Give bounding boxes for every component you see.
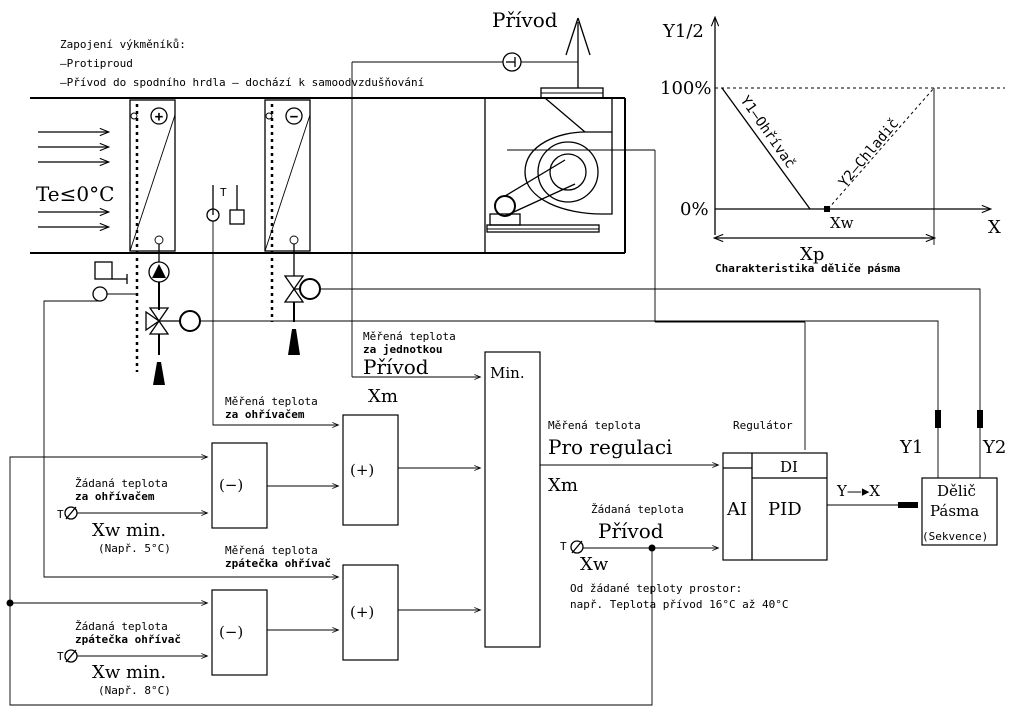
return-heater-label: zpátečka ohřívač — [225, 557, 331, 570]
sum-block-2 — [342, 564, 399, 661]
outdoor-temp-label: Te≤0°C — [36, 182, 114, 206]
example-8-label: (Např. 8°C) — [98, 684, 171, 697]
connection-line-1: —Protiproud — [60, 57, 133, 70]
behind-heater-label: za ohřívačem — [225, 408, 305, 421]
cooler-coil: − — [264, 99, 311, 322]
y2-signal-line — [320, 288, 983, 419]
air-handling-unit — [30, 97, 626, 254]
heater-valve-icon — [145, 307, 201, 385]
setpoint-temp-label-1: Žádaná teplota — [75, 477, 168, 490]
band-splitter-chart: Y1/2 X 100% 0% Y1—Ohřívač Y2—Chladič Xw … — [660, 18, 1005, 275]
di-label: DI — [780, 458, 798, 476]
supply-temp-sensor-icon — [351, 52, 578, 377]
splitter-label-2: Pásma — [930, 502, 979, 520]
sensor-t-label: T — [220, 186, 227, 199]
xm-label-1: Xm — [368, 386, 398, 407]
setpoint-sensor-t-1: T — [57, 508, 64, 521]
diff-block-1 — [211, 442, 268, 529]
chart-y1-label: Y1—Ohřívač — [737, 93, 798, 171]
setpoint-knob-3-icon — [570, 540, 584, 554]
regulator-label: Regulátor — [733, 419, 793, 432]
pid-regulator — [722, 452, 828, 561]
behind-unit-label: za jednotkou — [363, 343, 442, 356]
y2-line — [827, 87, 935, 210]
cooler-valve-icon — [283, 244, 321, 355]
y1-signal-line — [200, 320, 941, 419]
xm-label-2: Xm — [548, 475, 578, 496]
splitter-label-1: Dělič — [937, 482, 976, 500]
setpoint-behind-heater-label: za ohřívačem — [75, 490, 155, 503]
setpoint-return-heater-label: zpátečka ohřívač — [75, 633, 181, 646]
inlet-air-arrows — [38, 132, 108, 227]
diff-block-2-label: (−) — [219, 623, 243, 641]
duct-temp-sensor-icon: T — [206, 185, 245, 375]
pid-label: PID — [768, 499, 802, 520]
chart-caption: Charakteristika děliče pásma — [715, 262, 900, 275]
ai-label: AI — [726, 499, 747, 520]
diff-block-1-label: (−) — [219, 476, 243, 494]
heater-plus-icon: + — [155, 109, 163, 125]
measured-temp-heater-label: Měřená teplota — [225, 395, 318, 408]
chart-tick-0: 0% — [680, 199, 709, 220]
xw-min-label-1: Xw min. — [92, 520, 166, 541]
chart-xw-label: Xw — [830, 214, 854, 232]
sequence-label: (Sekvence) — [922, 530, 988, 543]
sum-block-1 — [342, 414, 399, 526]
min-block — [484, 351, 541, 648]
setpoint-sensor-t-3: T — [560, 540, 567, 553]
chart-y2-label: Y2—Chladič — [836, 116, 902, 191]
room-setpoint-note: Od žádané teploty prostor: — [570, 582, 742, 595]
measured-temp-regulation-label: Měřená teplota — [548, 419, 641, 432]
supply-range-note: např. Teplota přívod 16°C až 40°C — [570, 598, 789, 611]
xw-label: Xw — [580, 554, 609, 575]
sum-block-2-label: (+) — [350, 603, 374, 621]
setpoint-temp-label-3: Žádaná teplota — [591, 503, 684, 516]
setpoint-supply-label: Přívod — [598, 519, 664, 543]
diff-block-2 — [211, 589, 268, 676]
connection-line-2: —Přívod do spodního hrdla — dochází k sa… — [60, 76, 424, 89]
heater-coil: + — [129, 99, 176, 372]
chart-tick-100: 100% — [660, 78, 711, 99]
sum-block-1-label: (+) — [350, 461, 374, 479]
y-to-x-label: Y—▸X — [836, 482, 880, 500]
y2-output-label: Y2 — [982, 437, 1006, 458]
supply-fan-icon — [486, 87, 613, 233]
chart-xp-label: Xp — [800, 244, 824, 265]
band-splitter-block — [921, 477, 998, 546]
measured-temp-unit-label: Měřená teplota — [363, 330, 456, 343]
example-5-label: (Např. 5°C) — [98, 542, 171, 555]
xw-min-label-2: Xw min. — [92, 662, 166, 683]
setpoint-sensor-t-2: T — [57, 650, 64, 663]
y1-line — [721, 87, 811, 210]
heater-pump-icon — [148, 244, 170, 310]
supply-outlet-label: Přívod — [492, 8, 558, 32]
measured-temp-return-label: Měřená teplota — [225, 544, 318, 557]
chart-x-axis-label: X — [988, 217, 1001, 238]
setpoint-temp-label-2: Žádaná teplota — [75, 620, 168, 633]
chart-y-axis-label: Y1/2 — [662, 21, 704, 42]
heater-return-sensor-icon — [92, 261, 137, 302]
connection-title: Zapojení výkměníků: — [60, 38, 186, 51]
cooler-minus-icon: − — [290, 109, 298, 125]
y1-output-label: Y1 — [899, 437, 923, 458]
min-block-label: Min. — [490, 364, 525, 382]
for-regulation-label: Pro regulaci — [548, 435, 672, 459]
supply-outlet-arrow — [565, 17, 591, 88]
supply-measured-label: Přívod — [363, 355, 429, 379]
